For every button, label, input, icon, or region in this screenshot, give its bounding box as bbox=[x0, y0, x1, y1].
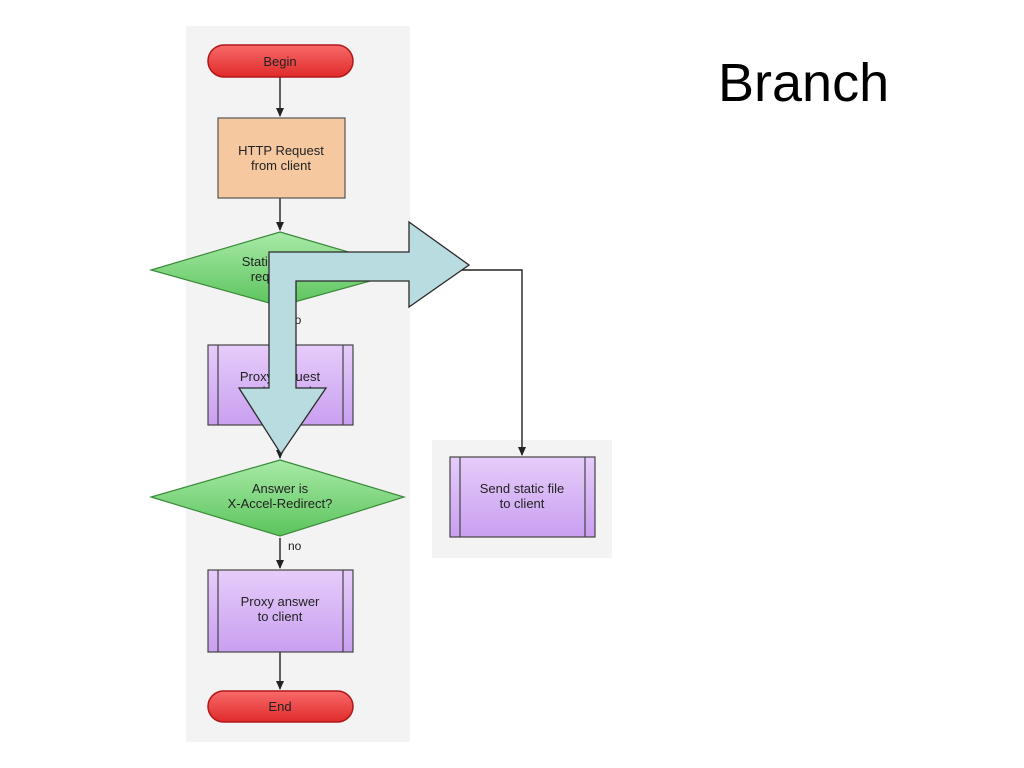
accel-decision-line2: X-Accel-Redirect? bbox=[228, 496, 333, 511]
accel-redirect-decision: Answer is X-Accel-Redirect? bbox=[148, 459, 407, 537]
http-request-line2: from client bbox=[251, 158, 311, 173]
end-label: End bbox=[268, 699, 291, 714]
branch-overlay-arrow bbox=[237, 220, 471, 456]
accel-decision-line1: Answer is bbox=[252, 481, 309, 496]
send-static-line1: Send static file bbox=[480, 481, 565, 496]
send-static-node: Send static file to client bbox=[449, 456, 596, 538]
http-request-line1: HTTP Request bbox=[238, 143, 324, 158]
proxy-answer-line1: Proxy answer bbox=[241, 594, 320, 609]
slide-title: Branch bbox=[718, 53, 890, 113]
begin-node: Begin bbox=[207, 44, 354, 78]
proxy-answer-line2: to client bbox=[258, 609, 303, 624]
end-node: End bbox=[207, 690, 354, 723]
http-request-node: HTTP Request from client bbox=[217, 117, 346, 199]
edge-static-yes-to-send bbox=[410, 269, 526, 456]
send-static-line2: to client bbox=[500, 496, 545, 511]
accel-no-label: no bbox=[288, 539, 302, 553]
static-decision-line1: Static bbox=[242, 254, 275, 269]
proxy-answer-node: Proxy answer to client bbox=[207, 569, 354, 653]
begin-label: Begin bbox=[263, 54, 296, 69]
